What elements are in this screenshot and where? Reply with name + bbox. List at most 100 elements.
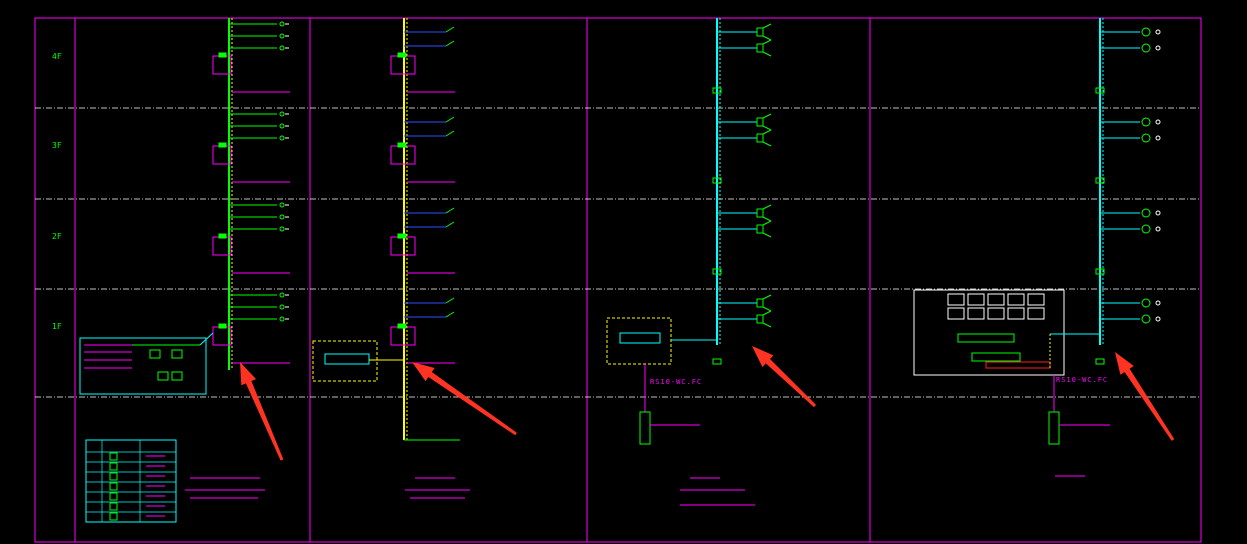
panel-1-box-tag — [218, 323, 227, 329]
panel-4-camera — [1141, 298, 1151, 308]
panel-2-box-tag — [397, 142, 407, 148]
panel-3-speaker-horn — [762, 23, 772, 29]
panel-3-speaker-horn — [762, 129, 772, 135]
panel-2-branch-end — [445, 207, 455, 214]
panel-4-camera — [1141, 43, 1151, 53]
panel-3-junction — [712, 268, 722, 275]
panel-3-speaker — [756, 314, 764, 324]
panel-4-monitor-room — [913, 289, 1065, 376]
red-arrow — [1115, 352, 1175, 441]
panel-2-branch-end — [445, 26, 455, 33]
panel-1-branch-node — [279, 316, 285, 322]
panel-4-junction — [1095, 177, 1105, 184]
panel-1-branch-node — [279, 202, 285, 208]
panel-2-branch-end — [445, 40, 455, 47]
panel-2-controller — [312, 340, 378, 382]
panel-3-junction — [712, 87, 722, 94]
panel-2-box-tag — [397, 52, 407, 58]
panel-1-branch-node — [279, 135, 285, 141]
panel-4-junction — [1095, 358, 1105, 365]
panel-1-box-tag — [218, 142, 227, 148]
panel-3-speaker-horn — [762, 35, 772, 41]
cable-label-panel-3: RS10-WC.FC — [650, 378, 703, 386]
panel-3-speaker — [756, 224, 764, 234]
panel-1-box-tag — [218, 233, 227, 239]
panel-4-junction — [1095, 87, 1105, 94]
legend-symbol — [109, 502, 118, 511]
panel-4-camera-node — [1155, 119, 1161, 125]
panel-1-branch-node — [279, 45, 285, 51]
panel-4-monitor — [1007, 293, 1025, 306]
panel-3-speaker — [756, 27, 764, 37]
panel-3-speaker-horn — [762, 204, 772, 210]
panel-4-monitor — [1007, 307, 1025, 320]
panel-3-speaker — [756, 298, 764, 308]
legend-table — [85, 439, 177, 523]
panel-3-speaker-horn — [762, 310, 772, 316]
panel-2-controller-module — [324, 353, 370, 365]
panel-3-speaker-horn — [762, 39, 772, 45]
floor-label-1f: 1F — [52, 322, 62, 331]
panel-2-box-tag — [397, 233, 407, 239]
drawing-frame — [34, 17, 1202, 543]
panel-4-switch — [971, 352, 1021, 362]
panel-3-speaker — [756, 133, 764, 143]
panel-4-monitor — [967, 307, 985, 320]
panel-4-camera-node — [1155, 210, 1161, 216]
panel-2-branch-end — [445, 297, 455, 304]
floor-label-3f: 3F — [52, 141, 62, 150]
panel-4-red-module — [985, 361, 1051, 369]
panel-1-breaker — [171, 349, 183, 359]
panel-2-branch-end — [445, 221, 455, 228]
panel-3-speaker-horn — [762, 51, 772, 57]
panel-3-speaker-horn — [762, 306, 772, 312]
panel-3-speaker-horn — [762, 220, 772, 226]
panel-1-branch-node — [279, 111, 285, 117]
panel-1-breaker — [157, 371, 169, 381]
panel-4-camera — [1141, 314, 1151, 324]
panel-1-dist-board — [79, 337, 207, 395]
legend-symbol — [109, 472, 118, 481]
panel-1-breaker — [171, 371, 183, 381]
legend-symbol — [109, 452, 118, 461]
panel-3-speaker-horn — [762, 141, 772, 147]
panel-3-head-end — [639, 411, 651, 445]
red-arrow — [752, 346, 817, 408]
panel-4-monitor — [987, 293, 1005, 306]
red-arrow — [240, 362, 284, 461]
panel-4-camera-node — [1155, 316, 1161, 322]
panel-3-speaker — [756, 43, 764, 53]
panel-1-branch-node — [279, 304, 285, 310]
panel-4-recorder — [957, 333, 1015, 343]
panel-4-camera-node — [1155, 300, 1161, 306]
panel-4-camera — [1141, 133, 1151, 143]
panel-4-camera — [1141, 208, 1151, 218]
panel-1-branch-node — [279, 226, 285, 232]
panel-3-speaker-horn — [762, 294, 772, 300]
floor-label-4f: 4F — [52, 52, 62, 61]
cable-label-panel-4: RS10-WC.FC — [1056, 376, 1109, 384]
panel-4-camera — [1141, 224, 1151, 234]
panel-4-camera — [1141, 117, 1151, 127]
panel-1-branch-node — [279, 214, 285, 220]
panel-1-breaker — [149, 349, 161, 359]
panel-4-camera-node — [1155, 135, 1161, 141]
panel-1-branch-node — [279, 292, 285, 298]
panel-4-monitor — [1027, 293, 1045, 306]
panel-2-branch-end — [445, 116, 455, 123]
panel-3-junction — [712, 177, 722, 184]
panel-4-monitor — [947, 293, 965, 306]
panel-1-branch-node — [279, 123, 285, 129]
panel-4-camera-node — [1155, 226, 1161, 232]
panel-3-speaker-horn — [762, 232, 772, 238]
panel-2-branch-end — [445, 311, 455, 318]
panel-4-camera-node — [1155, 29, 1161, 35]
panel-4-monitor — [1027, 307, 1045, 320]
panel-3-speaker-horn — [762, 113, 772, 119]
red-arrow — [412, 362, 517, 436]
panel-4-head-end — [1048, 411, 1060, 445]
panel-4-junction — [1095, 268, 1105, 275]
panel-4-camera — [1141, 27, 1151, 37]
